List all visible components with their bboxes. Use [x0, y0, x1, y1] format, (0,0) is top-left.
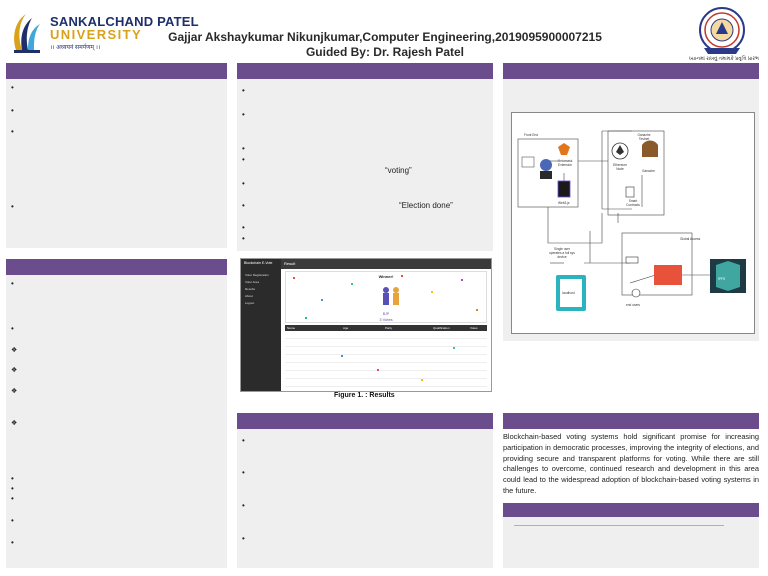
diagram-label-ganache: Ganache	[642, 169, 655, 173]
table-row	[285, 348, 487, 355]
seal-tagline: ધ્યાનમાં રાખવું તમામકે પ્રવૃત્તિ પ્રારંભ	[689, 56, 759, 62]
app-sidebar: Blockchain E-Vote Voter Registration Vot…	[241, 259, 281, 391]
app-topbar: Result	[281, 259, 491, 269]
figure-caption: Figure 1. : Results	[334, 392, 395, 399]
bullet	[11, 325, 14, 333]
diamond-bullet-icon	[11, 387, 17, 396]
table-row	[285, 380, 487, 387]
bullet	[11, 539, 14, 547]
logo-tagline: ।। अध्ययनं समर्पणम् ।।	[50, 45, 101, 51]
sidebar-item: Logout	[245, 301, 255, 305]
diamond-bullet-icon	[11, 419, 17, 428]
middle-section-bar-2	[237, 413, 493, 429]
table-header-cell: Qualification	[433, 326, 450, 330]
author-line: Gajjar Akshaykumar Nikunjkumar,Computer …	[168, 30, 602, 44]
logo-name-line1: SANKALCHAND PATEL	[50, 14, 199, 29]
bullet	[11, 485, 14, 493]
right-section-bar-2	[503, 413, 759, 429]
logo-name-line2: UNIVERSITY	[50, 27, 143, 42]
bullet	[11, 280, 14, 288]
confetti-decoration	[293, 275, 478, 381]
architecture-diagram: Front End Metamask Extension Web3.js Gan…	[511, 112, 755, 334]
bullet	[242, 156, 245, 164]
winner-illustration-icon	[383, 287, 399, 305]
table-row	[285, 340, 487, 347]
bullet	[242, 535, 245, 543]
bullet	[242, 87, 245, 95]
results-screenshot: Blockchain E-Vote Voter Registration Vot…	[240, 258, 492, 392]
bullet	[242, 111, 245, 119]
sidebar-item: About	[245, 294, 253, 298]
winner-title: Winner!	[378, 274, 394, 279]
table-row	[285, 356, 487, 363]
left-section-bar-1	[6, 63, 227, 79]
diagram-label-localhost: localhost	[562, 291, 575, 295]
sidebar-item: Voter Registration	[245, 273, 269, 277]
table-header-cell: Votes	[470, 326, 478, 330]
diagram-label-web3: Web3.js	[558, 201, 570, 205]
bullet	[242, 437, 245, 445]
bullet	[242, 502, 245, 510]
diamond-bullet-icon	[11, 346, 17, 355]
left-panel-2	[6, 275, 227, 568]
sidebar-item: Results	[245, 287, 256, 291]
table-header-cell: Party	[385, 326, 393, 330]
table-row	[285, 332, 487, 339]
quote-election-done: “Election done”	[399, 201, 453, 210]
university-logo: SANKALCHAND PATEL UNIVERSITY ।। अध्ययनं …	[8, 8, 199, 58]
diamond-bullet-icon	[11, 366, 17, 375]
bullet	[11, 128, 14, 136]
right-section-bar-3	[503, 503, 759, 517]
bullet	[11, 203, 14, 211]
reference-link-line	[514, 525, 724, 526]
middle-section-bar-1	[237, 63, 493, 79]
sidebar-item: Voter Area	[245, 280, 260, 284]
left-section-bar-2	[6, 259, 227, 275]
bullet	[242, 145, 245, 153]
bullet	[242, 202, 245, 210]
bullet	[11, 475, 14, 483]
app-topbar-title: Result	[284, 261, 296, 266]
winner-votes: 3 Votes	[379, 317, 393, 322]
bullet	[11, 107, 14, 115]
app-brand: Blockchain E-Vote	[244, 261, 273, 265]
results-table: Name Age Party Qualification Votes	[285, 325, 487, 387]
diagram-label-front-end: Front End	[524, 133, 538, 137]
left-panel-1	[6, 79, 227, 248]
bullet	[11, 495, 14, 503]
results-table-header: Name Age Party Qualification Votes	[285, 325, 487, 331]
diagram-label-single-user: Single user operates a full sys device	[549, 247, 575, 259]
diagram-label-end-users: end users	[626, 303, 640, 307]
diagram-label-global-access: Global Access	[680, 237, 701, 241]
bullet	[242, 180, 245, 188]
bullet	[11, 517, 14, 525]
middle-panel-2	[237, 429, 493, 568]
bullet	[242, 469, 245, 477]
winner-party: BJP	[382, 312, 390, 316]
table-row	[285, 364, 487, 371]
architecture-connectors	[517, 130, 746, 311]
guide-line: Guided By: Dr. Rajesh Patel	[305, 45, 465, 59]
winner-card: Winner! BJP 3 Votes	[285, 271, 487, 323]
table-header-cell: Name	[287, 326, 296, 330]
institute-seal-icon	[699, 7, 745, 54]
university-emblem-icon	[14, 14, 40, 53]
diagram-label-smart-contracts: Smart Contracts	[626, 199, 640, 207]
diagram-label-metamask: Metamask Extension	[557, 159, 573, 167]
bullet	[11, 84, 14, 92]
quote-voting: “voting”	[385, 166, 412, 175]
conclusion-text: Blockchain-based voting systems hold sig…	[503, 432, 759, 495]
table-row	[285, 372, 487, 379]
diagram-label-ethereum: Ethereum Node	[613, 163, 627, 171]
diagram-label-ganache-testnet: Ganache Testnet	[637, 133, 651, 141]
right-section-bar-1	[503, 63, 759, 79]
poster-title: Gajjar Akshaykumar Nikunjkumar,Computer …	[150, 30, 620, 60]
middle-panel-1: “voting” “Election done”	[237, 79, 493, 251]
diagram-label-ipfs: IPFS	[718, 277, 726, 281]
table-header-cell: Age	[343, 326, 349, 330]
bullet	[242, 235, 245, 243]
bullet	[242, 224, 245, 232]
